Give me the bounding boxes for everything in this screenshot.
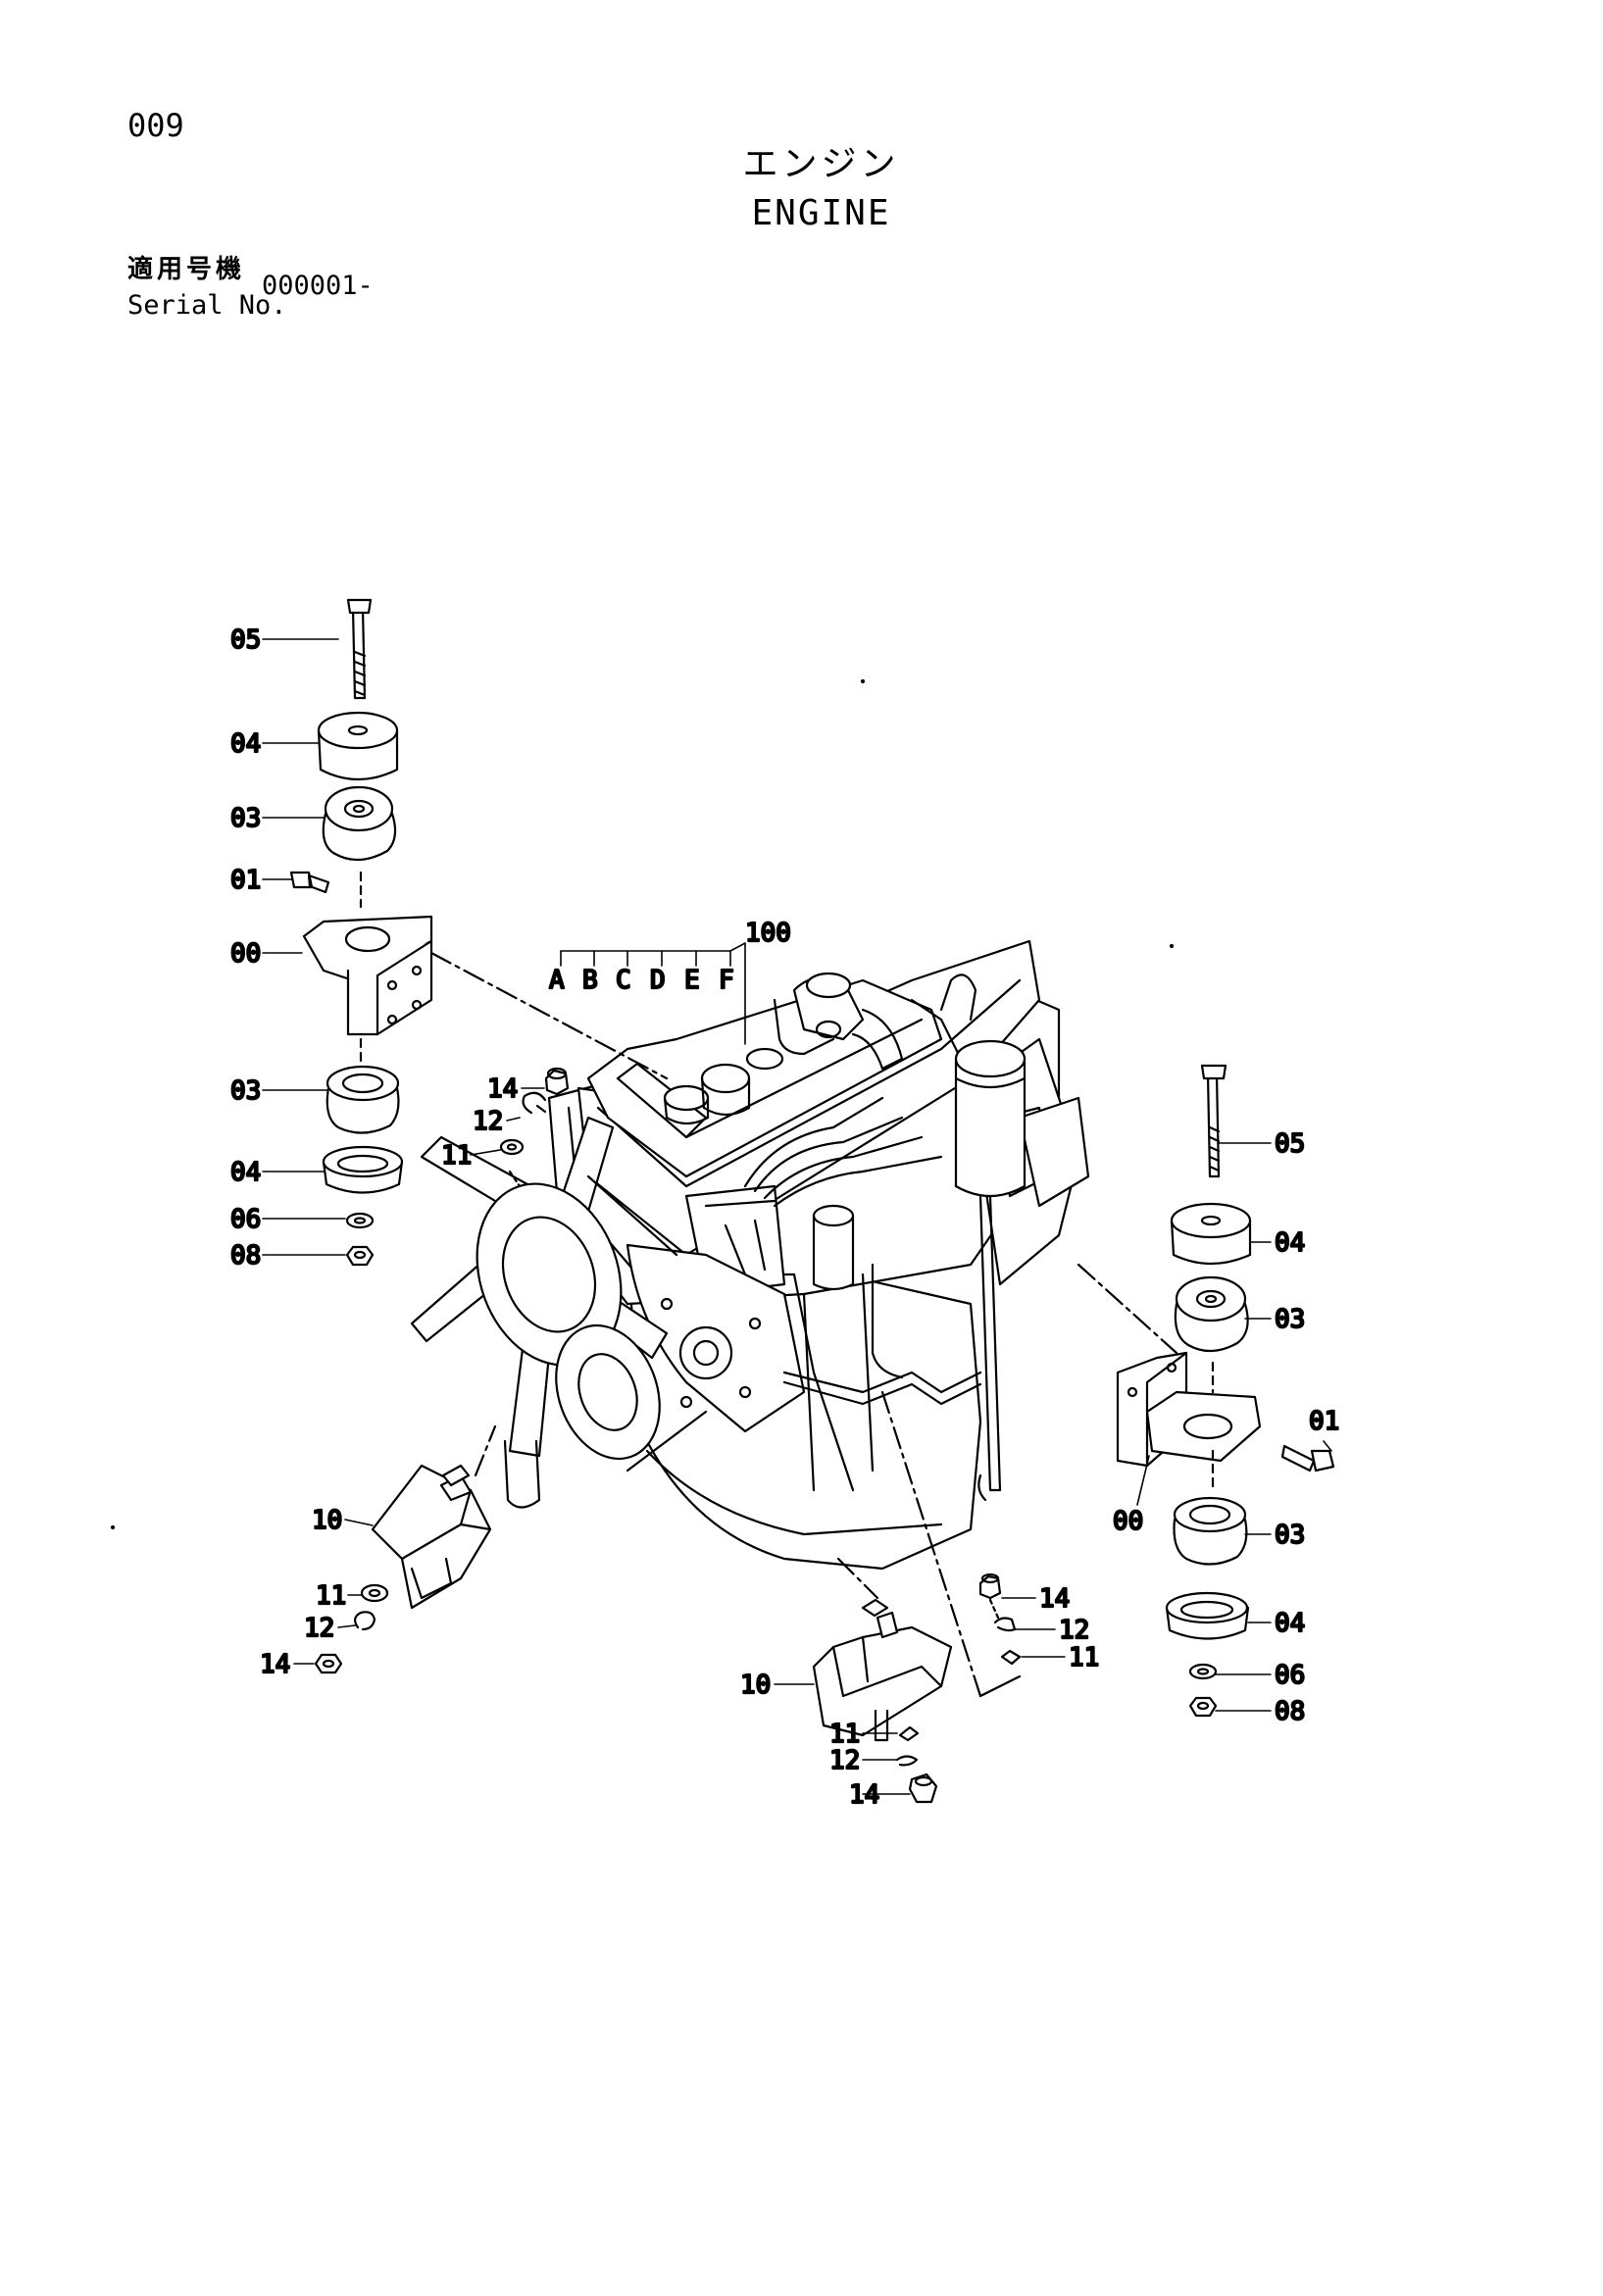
callout-left-03: 03	[230, 804, 261, 833]
callout-left-04b: 04	[230, 1158, 261, 1187]
page-title-japanese: エンジン	[742, 144, 900, 184]
page-number: 009	[127, 107, 184, 144]
callout-left-05: 05	[230, 625, 261, 655]
front-center-mount	[812, 1390, 1022, 1804]
callout-front-left-11: 11	[316, 1581, 346, 1611]
callout-right-04: 04	[1275, 1228, 1305, 1258]
callout-center-right-11: 11	[1069, 1643, 1099, 1672]
callout-assembly: 100	[745, 919, 791, 948]
engine-assembly	[547, 939, 1090, 1571]
callout-letter: E	[684, 966, 700, 995]
callout-letter: D	[650, 966, 666, 995]
callout-front-center-10: 10	[740, 1671, 771, 1700]
serial-label: Serial No.	[127, 290, 287, 321]
callout-letter: B	[582, 966, 598, 995]
pipe-fittings-top	[499, 1067, 570, 1188]
callout-letter: C	[616, 966, 631, 995]
serial-number-value: 000001-	[262, 271, 374, 301]
callout-right-08: 08	[1275, 1697, 1305, 1726]
leader-lines	[262, 638, 1332, 1795]
callout-right-03: 03	[1275, 1305, 1305, 1334]
right-engine-mount	[1077, 1064, 1335, 1718]
callout-right-05: 05	[1275, 1129, 1305, 1159]
callout-fitting-11: 11	[441, 1141, 472, 1171]
callout-right-00: 00	[1113, 1507, 1143, 1536]
callout-left-06: 06	[230, 1205, 261, 1234]
callout-right-06: 06	[1275, 1661, 1305, 1690]
callout-front-center-12: 12	[829, 1746, 860, 1775]
serial-label-japanese: 適用号機	[127, 255, 246, 284]
callout-letter: F	[719, 966, 734, 995]
front-left-mount	[314, 1424, 497, 1674]
callout-right-01: 01	[1309, 1407, 1339, 1436]
page-title: ENGINE	[751, 193, 891, 233]
callout-front-center-14: 14	[849, 1780, 879, 1810]
callout-left-04: 04	[230, 729, 261, 759]
callout-labels: 100 A B C D E F 05 04 03 01 00 03 04 06 …	[229, 624, 1341, 1811]
callout-front-left-12: 12	[304, 1614, 334, 1643]
cooling-fan-assembly	[410, 1116, 708, 1509]
callout-letter: A	[549, 966, 565, 995]
left-engine-mount	[289, 598, 669, 1267]
callout-left-00: 00	[230, 939, 261, 969]
callout-center-right-12: 12	[1059, 1616, 1089, 1645]
callout-fitting-12: 12	[473, 1107, 503, 1136]
center-right-fittings	[978, 1572, 1022, 1666]
callout-front-left-14: 14	[260, 1650, 290, 1679]
callout-fitting-14: 14	[487, 1074, 518, 1104]
callout-right-04b: 04	[1275, 1609, 1305, 1638]
callout-left-08: 08	[230, 1241, 261, 1271]
callout-front-center-11: 11	[829, 1720, 860, 1749]
callout-left-01: 01	[230, 866, 261, 895]
callout-center-right-14: 14	[1039, 1584, 1070, 1614]
callout-right-03b: 03	[1275, 1521, 1305, 1550]
callout-left-03b: 03	[230, 1076, 261, 1106]
callout-front-left-10: 10	[312, 1506, 342, 1535]
